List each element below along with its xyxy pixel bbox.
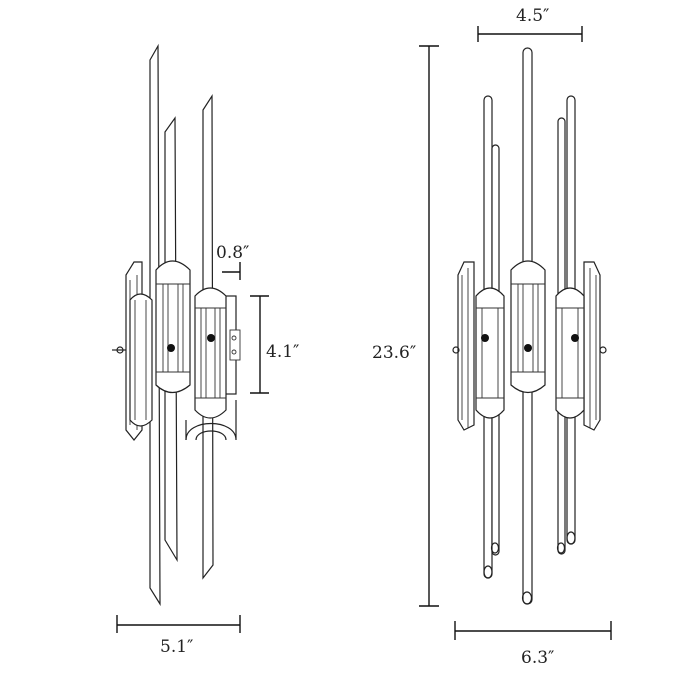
side-depth-label: 5.1″ — [160, 637, 193, 657]
front-top-width-dimension: 4.5″ — [477, 6, 583, 42]
front-top-width-label: 4.5″ — [516, 6, 549, 26]
side-depth-dimension: 5.1″ — [116, 615, 241, 657]
front-crystal-center — [510, 260, 546, 394]
front-crystal-inner-right — [555, 287, 585, 419]
front-view-drawing — [452, 47, 607, 605]
front-crystal-inner-left — [475, 287, 505, 419]
side-backplate-height-dimension: 4.1″ — [250, 295, 299, 394]
side-height-label: 4.1″ — [266, 342, 299, 362]
side-view-drawing — [112, 43, 241, 607]
front-height-label: 23.6″ — [372, 343, 416, 363]
side-crystal-front — [194, 287, 227, 419]
front-height-dimension: 23.6″ — [372, 45, 439, 607]
side-projection-label: 0.8″ — [216, 243, 249, 263]
side-backplate-projection-dimension: 0.8″ — [216, 243, 249, 280]
side-crystal-left — [112, 261, 153, 441]
front-total-width-dimension: 6.3″ — [454, 621, 612, 668]
side-crystal-middle — [155, 260, 191, 394]
front-crystal-right-end — [583, 261, 607, 431]
front-total-width-label: 6.3″ — [521, 648, 554, 668]
front-crystal-left-end — [452, 261, 475, 431]
